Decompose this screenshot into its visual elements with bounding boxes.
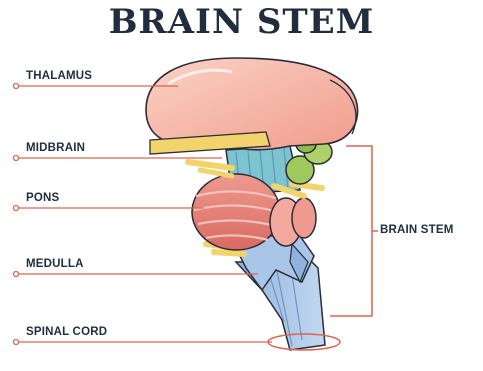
- brain-stem-bracket: [330, 146, 372, 316]
- label-medulla: MEDULLA: [26, 258, 84, 270]
- label-midbrain: MIDBRAIN: [26, 142, 85, 154]
- label-brain-stem: BRAIN STEM: [380, 224, 454, 236]
- label-pons: PONS: [26, 192, 59, 204]
- label-spinal-cord: SPINAL CORD: [26, 326, 107, 338]
- label-thalamus: THALAMUS: [26, 70, 92, 82]
